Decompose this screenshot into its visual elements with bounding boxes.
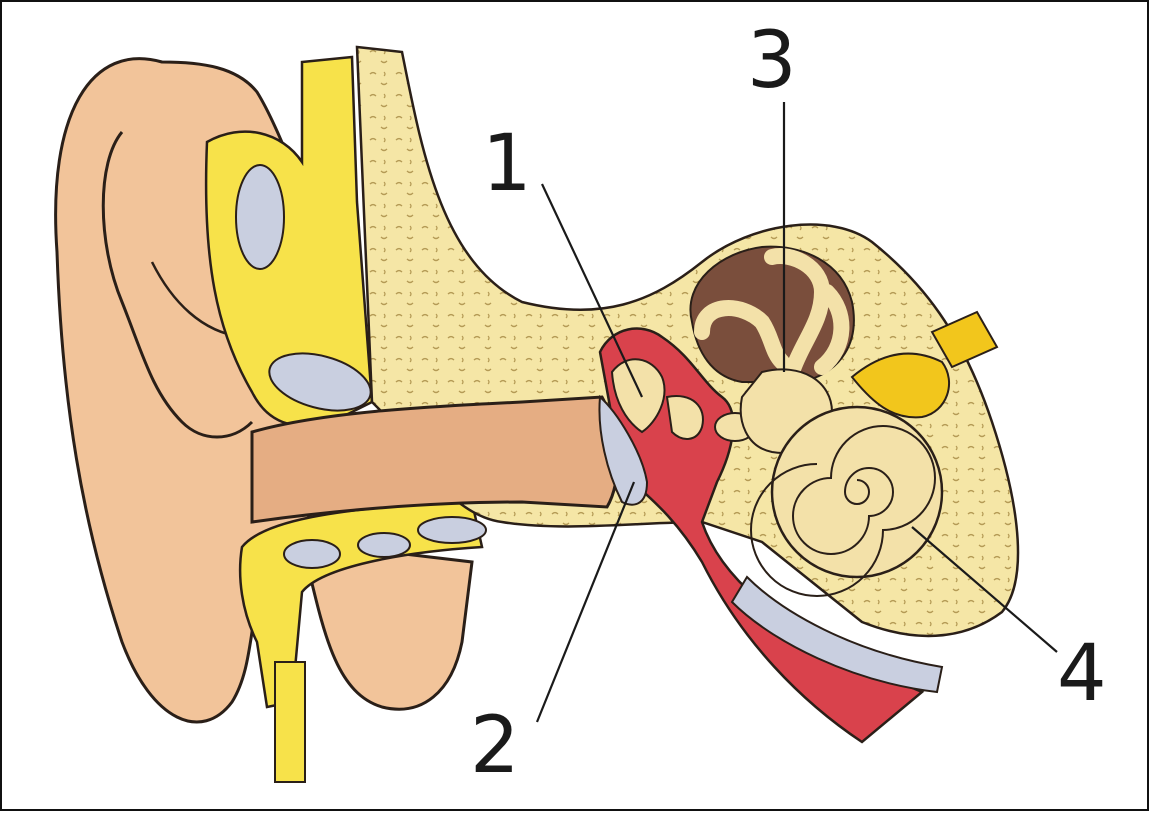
label-1: 1 — [482, 119, 532, 209]
gland-low-1 — [284, 540, 340, 568]
cartilage-stalk — [275, 662, 305, 782]
label-2: 2 — [470, 701, 520, 791]
gland-low-3 — [418, 517, 486, 543]
gland-upper — [236, 165, 284, 269]
gland-low-2 — [358, 533, 410, 557]
label-4: 4 — [1057, 629, 1107, 719]
label-3: 3 — [747, 16, 797, 106]
